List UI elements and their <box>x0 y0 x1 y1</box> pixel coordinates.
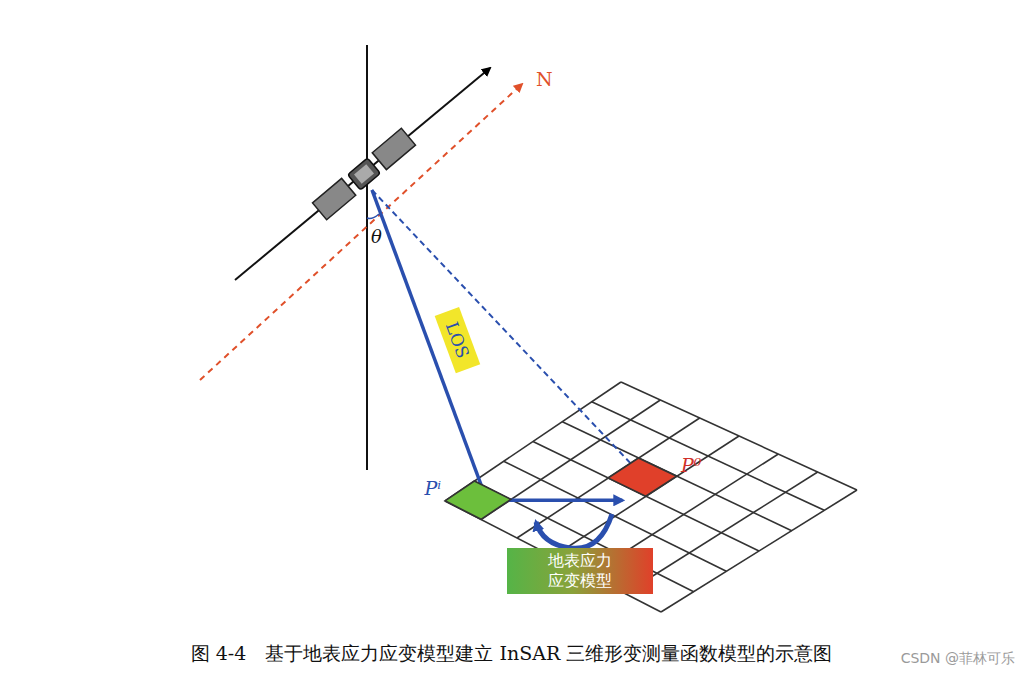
orbit-direction <box>235 68 490 280</box>
dashed-look <box>372 190 652 486</box>
curved-arrow <box>536 514 612 548</box>
grid-line <box>592 402 825 511</box>
vertical-line <box>366 45 368 470</box>
point-label: Pⁱ <box>424 477 441 499</box>
cell-shape <box>608 458 677 496</box>
grid-line <box>661 490 857 612</box>
model-box: 地表应力 应变模型 <box>507 548 653 594</box>
watermark: CSDN @菲林可乐 <box>901 650 1015 668</box>
displacement-arrow <box>509 499 622 503</box>
satellite <box>312 128 415 219</box>
los-label-box: LOS <box>434 307 480 373</box>
los-text: LOS <box>441 319 473 361</box>
grid-cell: Pⁱ <box>445 481 511 519</box>
cell-shape <box>445 481 511 519</box>
figure-caption: 图 4-4 基于地表应力应变模型建立 InSAR 三维形变测量函数模型的示意图 <box>191 641 833 667</box>
grid-line <box>562 422 791 531</box>
theta-arc <box>367 214 379 219</box>
grid-cell: P⁰ <box>608 458 677 496</box>
los-line <box>372 190 483 490</box>
point-label: P⁰ <box>681 454 701 476</box>
north-label: N <box>536 68 553 90</box>
north-direction <box>200 84 522 380</box>
model-text: 地表应力 应变模型 <box>543 551 617 591</box>
angle-label: θ <box>371 226 382 247</box>
ground-grid <box>445 382 857 612</box>
grid-line <box>533 442 759 552</box>
